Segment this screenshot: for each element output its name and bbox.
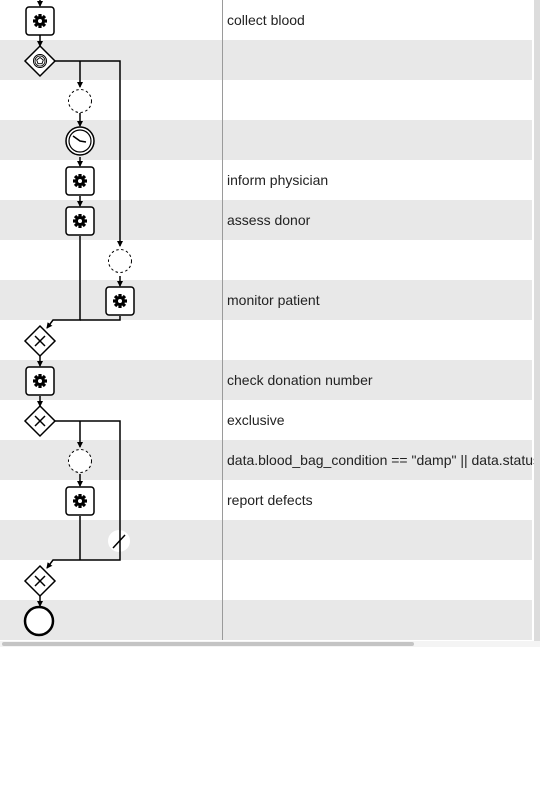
diagram-row[interactable] [0, 600, 532, 640]
sequence-flow [55, 60, 123, 247]
gear-icon [33, 14, 47, 28]
row-label: collect blood [227, 12, 305, 28]
row-label: assess donor [227, 212, 311, 228]
slash-icon [112, 534, 126, 549]
clock-hands [72, 135, 87, 143]
row-label [227, 320, 540, 360]
row-label: data.blood_bag_condition == "damp" || da… [227, 452, 540, 468]
x-icon [34, 335, 46, 347]
gear-icon [73, 214, 87, 228]
row-label: monitor patient [227, 292, 320, 308]
row-label [227, 40, 540, 80]
x-icon [34, 415, 46, 427]
process-diagram: collect blood inform physician assess dono… [0, 0, 540, 640]
gear-icon [113, 294, 127, 308]
flow-canvas [23, 0, 135, 637]
event-ring-icon [33, 54, 47, 68]
row-label [227, 120, 540, 160]
row-label: check donation number [227, 372, 373, 388]
sequence-flow [46, 236, 81, 329]
gear-icon [73, 494, 87, 508]
row-label [227, 80, 540, 120]
vertical-scrollbar[interactable] [534, 0, 540, 645]
diagram-row[interactable] [0, 280, 532, 320]
gear-icon [73, 174, 87, 188]
diagram-row[interactable] [0, 360, 532, 400]
row-label: inform physician [227, 172, 329, 188]
dashed-circle-icon[interactable] [68, 89, 92, 113]
row-label [227, 520, 540, 560]
event-ring-icon [34, 55, 46, 67]
row-label [227, 600, 540, 640]
flow-connectors [37, 0, 123, 607]
row-label [227, 240, 540, 280]
row-label [227, 560, 540, 600]
diagram-row[interactable] [0, 40, 532, 80]
sequence-flow [80, 316, 121, 321]
gear-icon [33, 374, 47, 388]
sequence-flow [46, 420, 121, 569]
pentagon-icon [36, 56, 44, 65]
row-label: report defects [227, 492, 313, 508]
end-event-node[interactable] [23, 605, 55, 637]
diagram-row[interactable] [0, 520, 532, 560]
column-divider [222, 0, 223, 640]
event-based-gateway-node[interactable] [23, 44, 57, 78]
row-label: exclusive [227, 412, 285, 428]
x-icon [34, 575, 46, 587]
dashed-circle-icon[interactable] [68, 449, 92, 473]
dashed-circle-icon[interactable] [108, 249, 132, 273]
horizontal-scrollbar-thumb[interactable] [2, 642, 414, 646]
